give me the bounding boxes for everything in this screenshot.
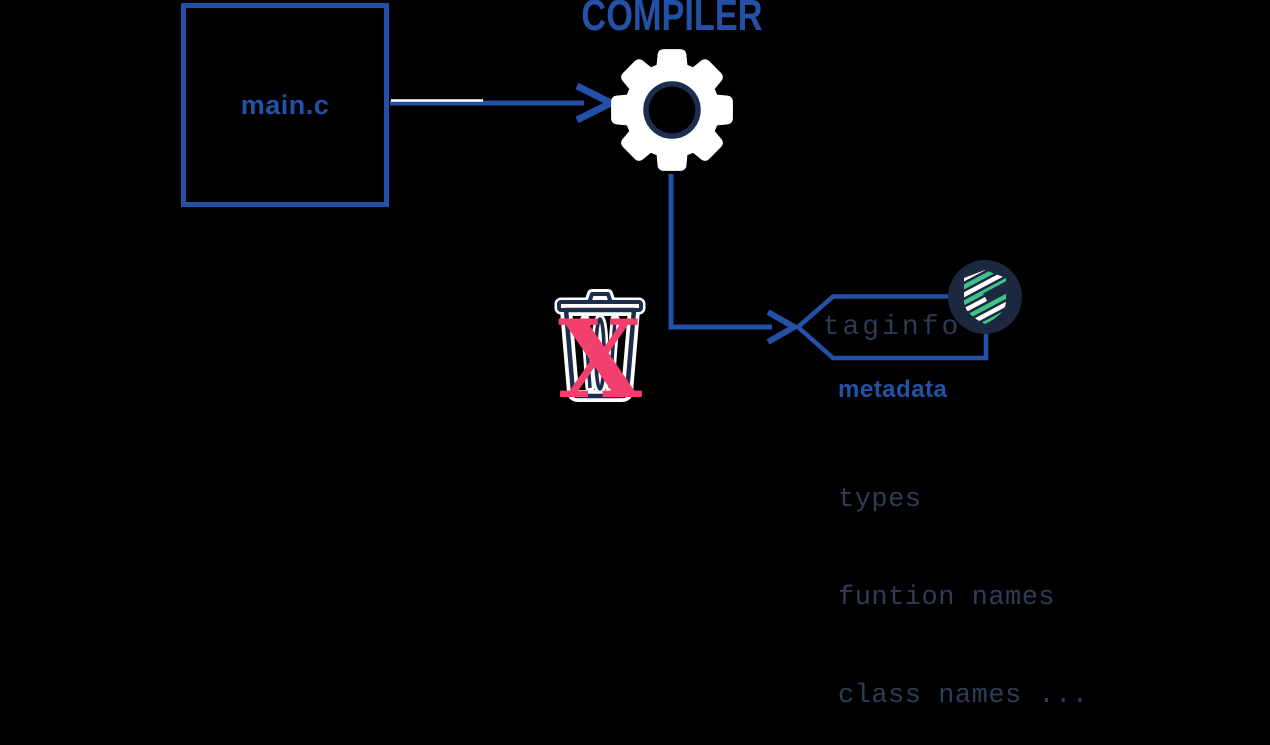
arrow-source-to-compiler xyxy=(390,82,619,124)
x-mark-icon: X xyxy=(558,297,642,423)
compiler-title: COMPILER xyxy=(581,0,763,40)
arrow-compiler-to-taginfo xyxy=(668,174,801,345)
source-file-box: main.c xyxy=(181,3,389,207)
taginfo-label: taginfo xyxy=(822,311,962,343)
metadata-list: types funtion names class names ... xyxy=(838,419,1089,745)
source-file-label: main.c xyxy=(240,89,330,120)
metadata-item-class-names: class names ... xyxy=(838,680,1089,711)
metadata-heading: metadata xyxy=(838,376,948,403)
metadata-item-types: types xyxy=(838,485,922,516)
trash-x-icon: X xyxy=(554,289,646,423)
gear-icon xyxy=(611,49,733,166)
metadata-item-function-names: funtion names xyxy=(838,582,1056,613)
